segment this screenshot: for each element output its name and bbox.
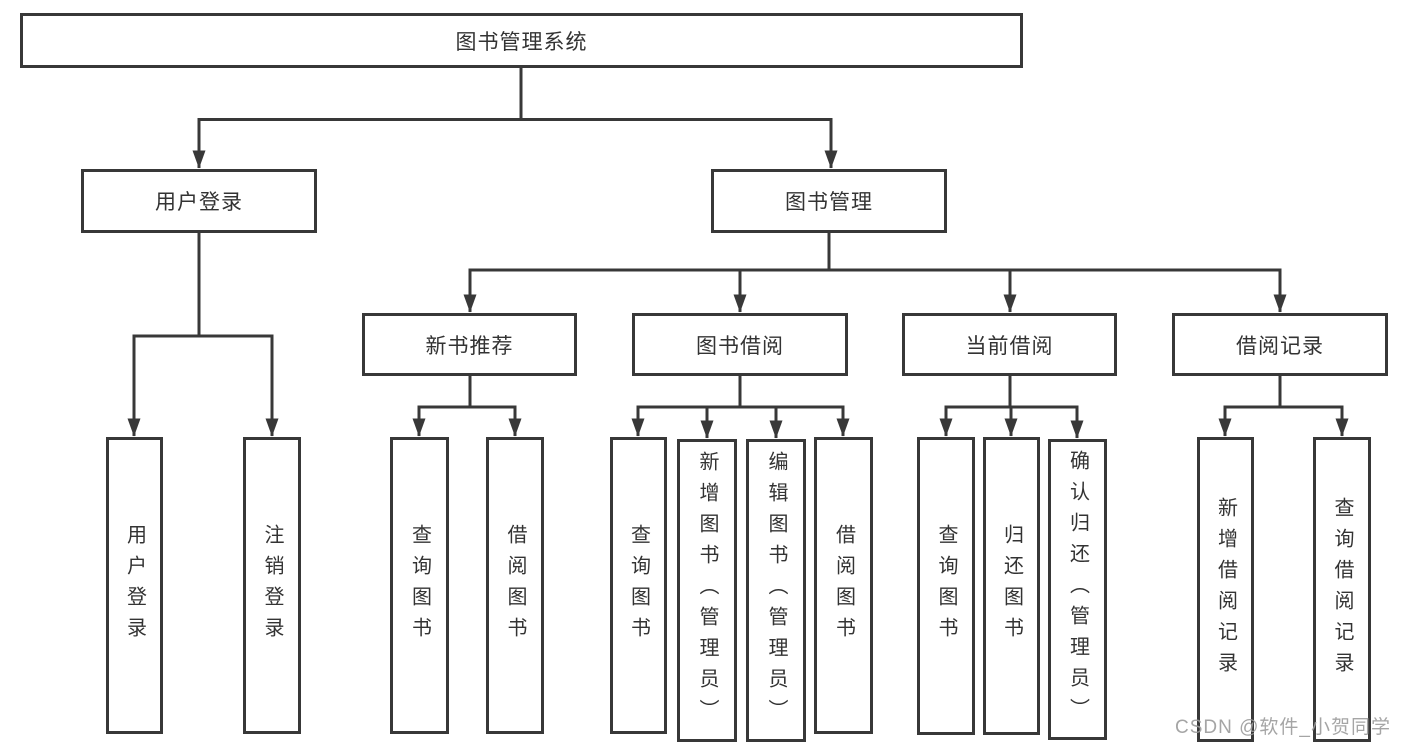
- leaf-cb-return-books: 归还图书: [983, 437, 1040, 735]
- csdn-watermark: CSDN @软件_小贺同学: [1175, 717, 1391, 738]
- leaf-bb-borrow-books-label: 借阅图书: [832, 523, 855, 648]
- leaf-bb-borrow-books: 借阅图书: [814, 437, 873, 734]
- node-book-management: 图书管理: [711, 169, 947, 233]
- leaf-cb-query-books: 查询图书: [917, 437, 975, 735]
- node-new-book-recommend-label: 新书推荐: [425, 334, 514, 358]
- leaf-bb-query-books-label: 查询图书: [627, 523, 650, 648]
- leaf-cb-confirm-return-admin: 确认归还（管理员）: [1048, 439, 1107, 740]
- leaf-cb-confirm-return-admin-label: 确认归还（管理员）: [1066, 450, 1089, 729]
- node-library-system: 图书管理系统: [20, 13, 1023, 68]
- node-borrowing-records-label: 借阅记录: [1236, 334, 1324, 358]
- node-new-book-recommend: 新书推荐: [362, 313, 577, 376]
- leaf-br-add-record: 新增借阅记录: [1197, 437, 1254, 742]
- leaf-nb-query-books: 查询图书: [390, 437, 449, 734]
- leaf-bb-add-books-admin: 新增图书（管理员）: [677, 439, 737, 742]
- leaf-cb-return-books-label: 归还图书: [1000, 524, 1023, 648]
- node-book-management-label: 图书管理: [785, 191, 873, 214]
- node-borrowing-records: 借阅记录: [1172, 313, 1388, 376]
- leaf-bb-add-books-admin-label: 新增图书（管理员）: [696, 451, 718, 730]
- node-library-system-label: 图书管理系统: [455, 30, 588, 54]
- leaf-bb-query-books: 查询图书: [610, 437, 667, 734]
- node-book-borrowing: 图书借阅: [632, 313, 848, 376]
- leaf-bb-edit-books-admin: 编辑图书（管理员）: [746, 439, 806, 742]
- node-current-borrowing: 当前借阅: [902, 313, 1117, 376]
- leaf-nb-query-books-label: 查询图书: [408, 523, 431, 648]
- leaf-logout-label: 注销登录: [261, 523, 283, 648]
- node-user-login-label: 用户登录: [155, 191, 243, 214]
- leaf-br-add-record-label: 新增借阅记录: [1214, 496, 1237, 683]
- leaf-nb-borrow-books: 借阅图书: [486, 437, 544, 734]
- leaf-bb-edit-books-admin-label: 编辑图书（管理员）: [765, 451, 787, 730]
- leaf-user-login: 用户登录: [106, 437, 163, 734]
- leaf-br-query-record: 查询借阅记录: [1313, 437, 1371, 742]
- leaf-nb-borrow-books-label: 借阅图书: [504, 523, 526, 648]
- node-user-login: 用户登录: [81, 169, 317, 233]
- leaf-logout: 注销登录: [243, 437, 301, 734]
- leaf-br-query-record-label: 查询借阅记录: [1331, 496, 1353, 683]
- leaf-user-login-label: 用户登录: [123, 523, 146, 648]
- node-current-borrowing-label: 当前借阅: [965, 334, 1054, 358]
- node-book-borrowing-label: 图书借阅: [696, 334, 784, 358]
- leaf-cb-query-books-label: 查询图书: [935, 524, 957, 648]
